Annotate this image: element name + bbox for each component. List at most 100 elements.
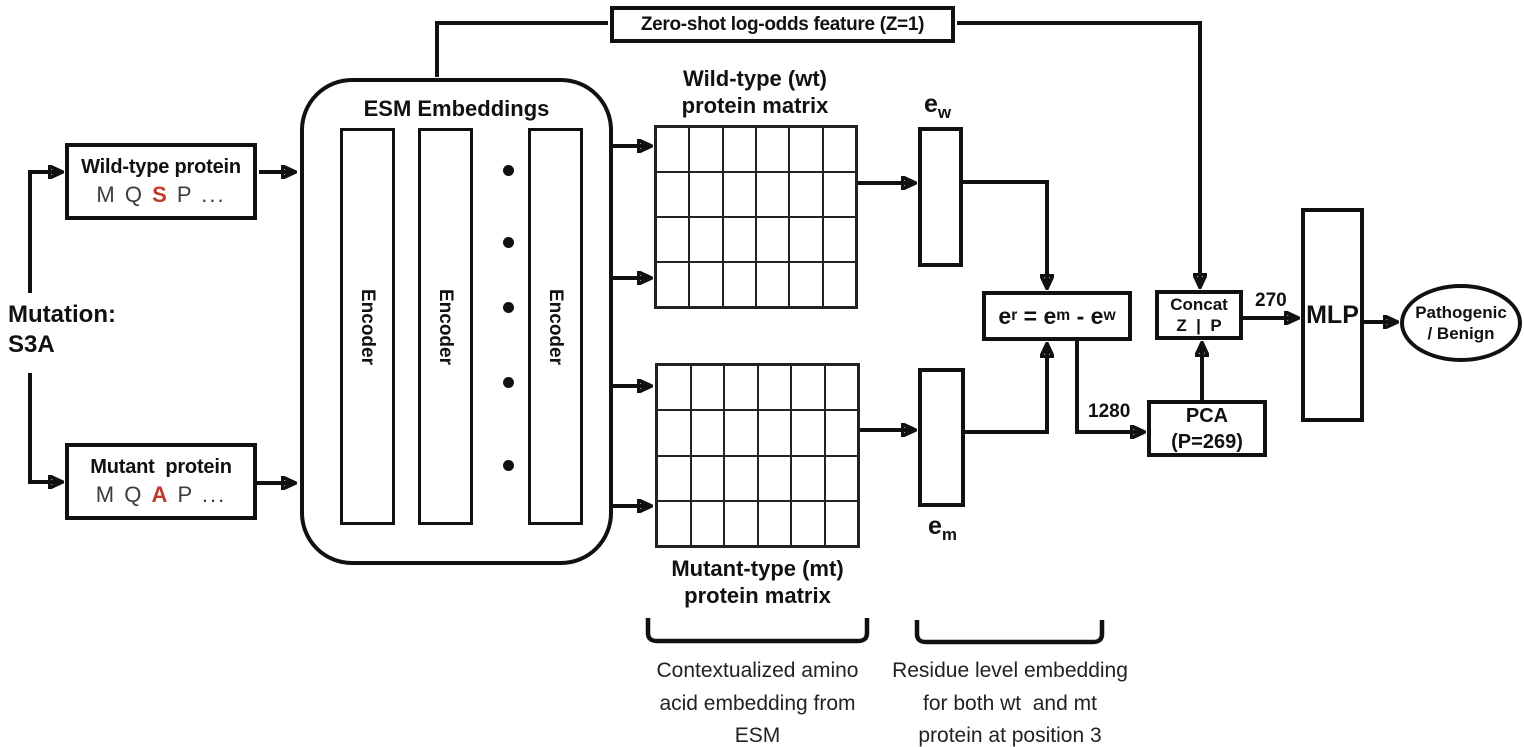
arrow-em-to-er: [965, 345, 1047, 434]
matrix-cell: [824, 410, 858, 456]
output-ellipse: Pathogenic / Benign: [1400, 284, 1522, 362]
concat-line2: Z | P: [1176, 316, 1222, 335]
caption-right: Residue level embedding for both wt and …: [875, 655, 1145, 747]
matrix-cell: [722, 172, 756, 217]
matrix-cell: [690, 365, 724, 411]
ew-vector: [918, 127, 963, 267]
encoder-label: Encoder: [435, 288, 457, 365]
wt-matrix-title: Wild-type (wt) protein matrix: [630, 66, 880, 120]
caption-left-line1: Contextualized amino: [656, 659, 859, 682]
caption-right-line1: Residue level embedding: [892, 659, 1128, 682]
em-vector: [918, 368, 965, 507]
matrix-cell: [724, 455, 758, 501]
encoder-label: Encoder: [545, 288, 567, 365]
arrow-ew-to-er: [963, 180, 1047, 287]
mlp-label: MLP: [1306, 300, 1359, 329]
matrix-cell: [690, 455, 724, 501]
matrix-cell: [656, 217, 690, 262]
matrix-cell: [690, 410, 724, 456]
matrix-cell: [822, 262, 856, 307]
concat-box: Concat Z | P: [1155, 290, 1243, 340]
ellipsis-dot: [503, 302, 514, 313]
matrix-cell: [757, 455, 791, 501]
brace-left: [645, 618, 870, 644]
matrix-cell: [722, 262, 756, 307]
arrow-mutation-to-wildtype: [28, 172, 61, 293]
matrix-cell: [822, 127, 856, 172]
matrix-cell: [789, 217, 823, 262]
matrix-cell: [690, 500, 724, 546]
mutant-protein-box: Mutant protein M Q A P ...: [65, 443, 257, 520]
matrix-cell: [656, 262, 690, 307]
er-s3: w: [1103, 307, 1116, 324]
ellipsis-dot: [503, 460, 514, 471]
mt-seq-pre: M Q: [95, 481, 152, 507]
matrix-cell: [755, 262, 790, 307]
encoder-box-1: Encoder: [340, 128, 395, 525]
er-p2: = e: [1017, 302, 1057, 329]
mutation-label-line1: Mutation:: [8, 301, 116, 328]
line-esm-to-zeroshot: [435, 21, 608, 77]
mutant-sequence: M Q A P ...: [96, 482, 226, 508]
zero-shot-feature-box: Zero-shot log-odds feature (Z=1): [610, 6, 955, 43]
matrix-cell: [791, 500, 825, 546]
arrow-mutation-to-mutant: [28, 373, 61, 482]
ew-label: ew: [924, 90, 951, 123]
output-line2: / Benign: [1427, 324, 1495, 343]
wt-seq-mutated-residue: S: [152, 181, 169, 207]
brace-right: [914, 620, 1105, 645]
matrix-cell: [789, 127, 823, 172]
mutation-label-line2: S3A: [8, 331, 55, 358]
mutant-protein-title: Mutant protein: [90, 455, 232, 478]
wild-type-sequence: M Q S P ...: [96, 182, 225, 208]
mt-protein-matrix: [655, 363, 860, 548]
ellipsis-dot: [503, 237, 514, 248]
er-p3: - e: [1070, 302, 1104, 329]
wt-matrix-title-line1: Wild-type (wt): [683, 66, 827, 91]
wt-seq-pre: M Q: [96, 181, 153, 207]
matrix-cell: [689, 172, 723, 217]
mt-seq-mutated-residue: A: [151, 481, 170, 507]
matrix-cell: [755, 172, 790, 217]
caption-left-line3: ESM: [734, 724, 781, 747]
matrix-cell: [822, 217, 856, 262]
concat-line1: Concat: [1170, 294, 1228, 314]
arrow-zeroshot-to-concat: [957, 21, 1200, 286]
mt-seq-post: P ...: [169, 481, 227, 507]
ew-label-base: e: [924, 90, 938, 118]
matrix-cell: [791, 365, 825, 411]
matrix-cell: [656, 172, 690, 217]
matrix-cell: [722, 127, 756, 172]
ellipsis-dot: [503, 165, 514, 176]
zero-shot-label: Zero-shot log-odds feature (Z=1): [640, 13, 925, 35]
matrix-cell: [789, 262, 823, 307]
encoder-box-3: Encoder: [528, 128, 583, 525]
mt-matrix-title-line2: protein matrix: [684, 582, 831, 608]
wt-matrix-title-line2: protein matrix: [681, 92, 829, 118]
wt-protein-matrix: [654, 125, 858, 309]
er-p1: e: [998, 302, 1012, 329]
matrix-cell: [824, 455, 858, 501]
pca-box: PCA (P=269): [1147, 400, 1267, 457]
caption-right-line2: for both wt and mt: [923, 691, 1097, 715]
caption-left-line2: acid embedding from: [659, 691, 856, 715]
em-label: em: [928, 512, 957, 545]
mt-matrix-title: Mutant-type (mt) protein matrix: [630, 556, 885, 610]
matrix-cell: [757, 500, 791, 546]
dim-270-label: 270: [1255, 290, 1287, 311]
matrix-cell: [791, 410, 825, 456]
matrix-cell: [822, 172, 856, 217]
mt-matrix-title-line1: Mutant-type (mt): [671, 556, 844, 581]
matrix-cell: [724, 500, 758, 546]
matrix-cell: [755, 127, 790, 172]
matrix-cell: [757, 365, 791, 411]
matrix-cell: [824, 365, 858, 411]
encoder-label: Encoder: [357, 288, 379, 365]
matrix-cell: [657, 365, 691, 411]
matrix-cell: [755, 217, 790, 262]
matrix-cell: [757, 410, 791, 456]
matrix-cell: [789, 172, 823, 217]
mutation-label: Mutation: S3A: [8, 300, 116, 360]
caption-left: Contextualized amino acid embedding from…: [625, 655, 890, 747]
